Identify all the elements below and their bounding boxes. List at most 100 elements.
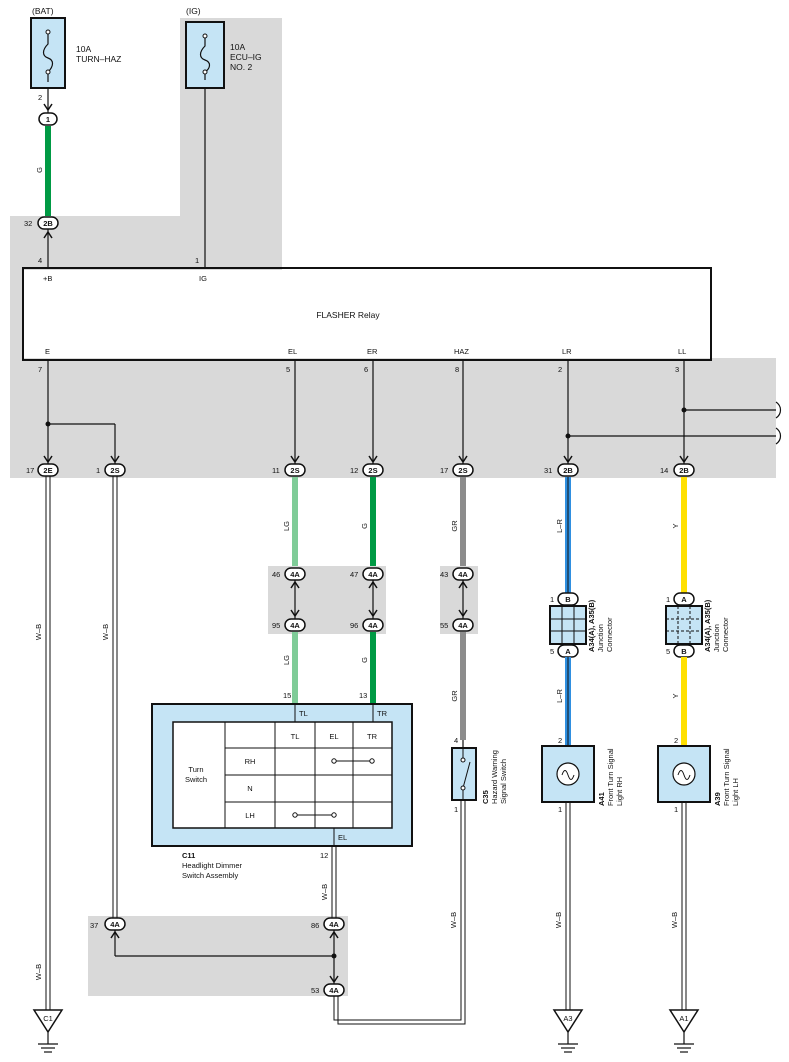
junction-rh-name-1: Junction <box>596 624 605 652</box>
junction-rh-top: B <box>565 595 571 604</box>
bulb-lh-icon <box>677 770 691 780</box>
junction-rh-code: A34(A), A35(B) <box>587 599 596 652</box>
row-pin-2: 1 <box>96 466 100 475</box>
inline-connector-1 <box>38 112 58 126</box>
wire-label-wb-2: W–B <box>101 624 110 640</box>
row-pin-7: 14 <box>660 466 668 475</box>
c11-col-tr: TR <box>367 732 378 741</box>
c35-pin-top: 4 <box>454 736 458 745</box>
row-code-7: 2B <box>679 466 689 475</box>
junction-rh-pin-top: 1 <box>550 595 554 604</box>
row-pin-5: 17 <box>440 466 448 475</box>
fuse-turn-haz-symbol-icon <box>42 32 54 82</box>
junction-lh-name-2: Connector <box>721 617 730 652</box>
c11-row-n: N <box>247 784 252 793</box>
a39-name-2: Light LH <box>731 778 740 806</box>
a41-code: A41 <box>597 792 606 806</box>
relay-pin-label-lr: LR <box>562 347 572 356</box>
c11-turn-label-2: Switch <box>185 775 207 784</box>
c35-code: C35 <box>481 790 490 804</box>
c11-col-tl: TL <box>291 732 300 741</box>
relay-pin-num-lr: 2 <box>558 365 562 374</box>
row-code-1: 2E <box>43 466 52 475</box>
relay-pin-label-el: EL <box>288 347 297 356</box>
relay-pin-num-er: 6 <box>364 365 368 374</box>
ground-a1: A1 <box>668 1009 700 1053</box>
wire-label-gr-2: GR <box>450 690 459 702</box>
relay-pin-num-e: 7 <box>38 365 42 374</box>
bottom-code-2: 4A <box>329 920 339 929</box>
c11-term-tr: TR <box>377 709 388 718</box>
mid-up-code-2: 4A <box>368 570 378 579</box>
a39-front-turn-signal-lh: 2 1 A39 Front Turn Signal Light LH <box>657 736 740 814</box>
wire-label-wb-c35: W–B <box>449 912 458 928</box>
relay-top-pin-num-1: 4 <box>38 256 42 265</box>
mid-low-code-1: 4A <box>290 621 300 630</box>
c11-pin-tr: 13 <box>359 691 367 700</box>
relay-top-pin-label-2: IG <box>199 274 207 283</box>
relay-pin-num-el: 5 <box>286 365 290 374</box>
fuse-turn-amp: 10A <box>76 44 91 54</box>
c11-pin-tl: 15 <box>283 691 291 700</box>
c35-hazard-warning-switch: 4 1 C35 Hazard Warning Signal Switch <box>451 736 508 814</box>
fuse-ecu-name-1: ECU–IG <box>230 52 262 62</box>
junction-rh-bottom: A <box>565 647 571 656</box>
bottom-code-1: 4A <box>110 920 120 929</box>
connector-2b-top-label: 2B <box>43 219 53 228</box>
c11-name-2: Switch Assembly <box>182 871 239 880</box>
relay-top-pin-num-2: 1 <box>195 256 199 265</box>
mid-low-code-2: 4A <box>368 621 378 630</box>
wire-label-g-1: G <box>360 523 369 529</box>
wire-label-wb-a39: W–B <box>670 912 679 928</box>
c11-name-1: Headlight Dimmer <box>182 861 243 870</box>
fuse-turn-pin: 2 <box>38 93 42 102</box>
c35-pin-bottom: 1 <box>454 805 458 814</box>
fuse-ecu-name-2: NO. 2 <box>230 62 252 72</box>
mid-low-pin-2: 96 <box>350 621 358 630</box>
bottom-code-3: 4A <box>329 986 339 995</box>
row-pin-3: 11 <box>272 466 280 475</box>
row-pin-1: 17 <box>26 466 34 475</box>
row-code-3: 2S <box>290 466 299 475</box>
wire-label-lg-2: LG <box>282 655 291 665</box>
bat-label: (BAT) <box>32 6 54 16</box>
a41-pin-top: 2 <box>558 736 562 745</box>
inline-connector-1-label: 1 <box>46 115 50 124</box>
row-code-4: 2S <box>368 466 377 475</box>
junction-lh-bottom: B <box>681 647 687 656</box>
bottom-pin-3: 53 <box>311 986 319 995</box>
a39-pin-top: 2 <box>674 736 678 745</box>
relay-pin-num-haz: 8 <box>455 365 459 374</box>
lower-panel <box>10 358 776 478</box>
row-pin-4: 12 <box>350 466 358 475</box>
wire-label-g-top: G <box>35 167 44 173</box>
a41-name-2: Light RH <box>615 777 624 806</box>
mid-low-pin-1: 95 <box>272 621 280 630</box>
c11-col-el: EL <box>329 732 338 741</box>
junction-rh-pin-bottom: 5 <box>550 647 554 656</box>
wire-label-lr-1: L–R <box>555 519 564 533</box>
mid-up-code-3: 4A <box>458 570 468 579</box>
junction-connector-lh: A 1 B 5 A34(A), A35(B) Junction Connecto… <box>665 592 730 658</box>
relay-bottom-pins: E 7 EL 5 ER 6 HAZ 8 LR 2 LL 3 <box>38 347 686 374</box>
wire-label-wb-c11: W–B <box>320 884 329 900</box>
junction-rh-name-2: Connector <box>605 617 614 652</box>
relay-pin-label-haz: HAZ <box>454 347 469 356</box>
junction-lh-pin-top: 1 <box>666 595 670 604</box>
mid-connectors: 46 4A 47 4A 43 4A 95 4A 96 4A 55 4A <box>272 567 474 632</box>
wire-label-wb-left-bottom: W–B <box>34 964 43 980</box>
fuse-ecu-symbol-icon <box>199 36 211 80</box>
a39-pin-bottom: 1 <box>674 805 678 814</box>
row-code-6: 2B <box>563 466 573 475</box>
wire-label-y-1: Y <box>671 523 680 528</box>
junction-connector-rh: B 1 A 5 A34(A), A35(B) Junction Connecto… <box>549 592 614 658</box>
ground-a3: A3 <box>552 1009 584 1053</box>
wire-label-lr-2: L–R <box>555 689 564 703</box>
c11-row-lh: LH <box>245 811 255 820</box>
wire-label-y-2: Y <box>671 693 680 698</box>
relay-pin-num-ll: 3 <box>675 365 679 374</box>
bottom-pin-1: 37 <box>90 921 98 930</box>
row-code-2: 2S <box>110 466 119 475</box>
mid-low-pin-3: 55 <box>440 621 448 630</box>
